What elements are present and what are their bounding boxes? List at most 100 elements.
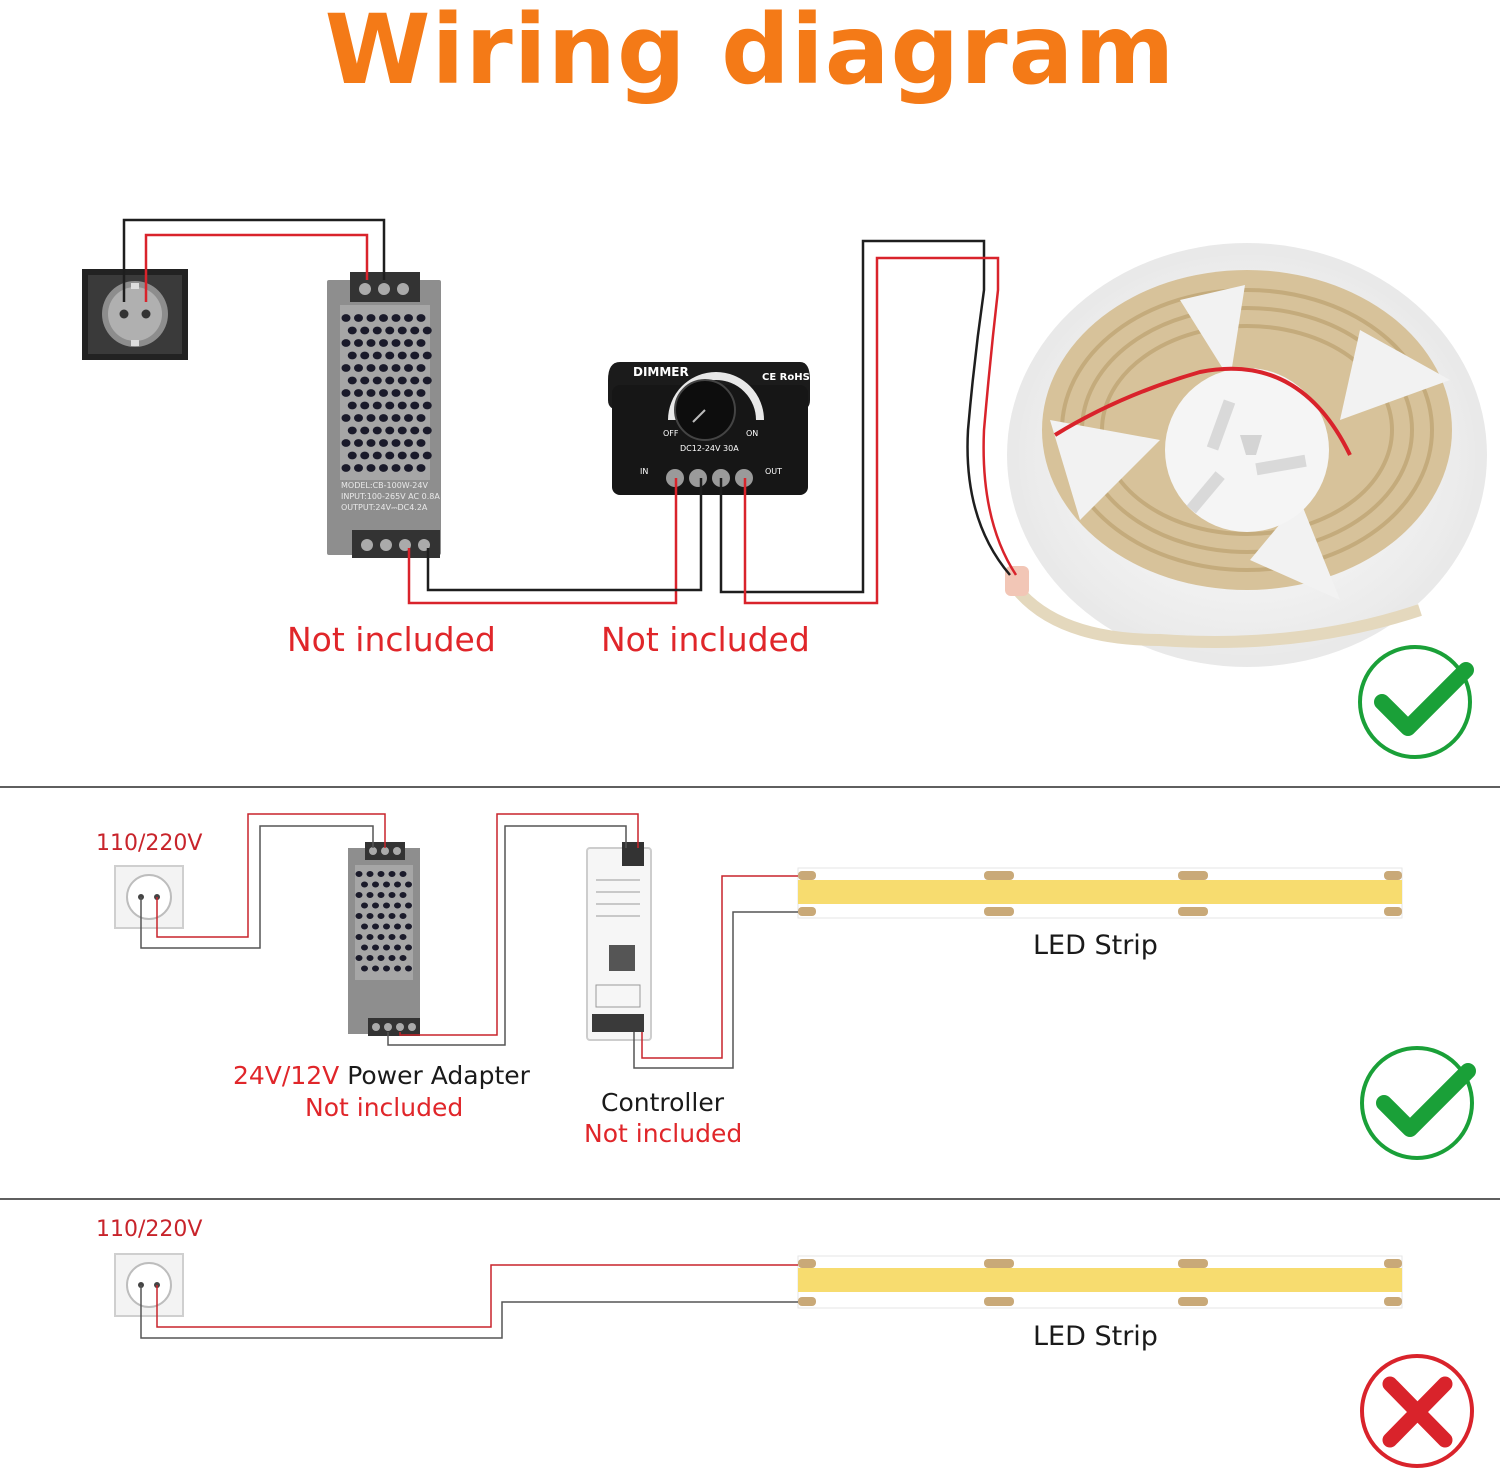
power-adapter-text: Power Adapter	[339, 1061, 530, 1090]
led-strip-icon	[797, 867, 1403, 919]
section1-wires	[122, 218, 1018, 605]
vent-hole	[410, 326, 420, 335]
psu-output-text: OUTPUT:24V⎓DC4.2A	[341, 503, 428, 512]
vent-hole	[404, 389, 413, 397]
vent-hole	[422, 326, 432, 335]
vent-hole	[372, 944, 379, 951]
vent-hole	[383, 902, 390, 909]
vent-hole	[372, 451, 382, 460]
vent-hole	[354, 464, 363, 472]
vent-hole	[354, 314, 363, 322]
controller-label: Controller	[601, 1088, 724, 1117]
vent-hole	[372, 376, 382, 385]
dimmer-in-text: IN	[640, 467, 648, 476]
section2-check-icon	[1360, 1046, 1476, 1160]
vent-hole	[394, 965, 401, 972]
power-adapter-not-included: Not included	[305, 1093, 464, 1122]
vent-hole	[416, 389, 426, 397]
vent-hole	[379, 464, 388, 472]
vent-hole	[422, 401, 432, 410]
vent-hole	[410, 401, 420, 410]
vent-hole	[391, 339, 401, 347]
vent-hole	[360, 451, 370, 460]
vent-hole	[410, 426, 420, 435]
vent-hole	[341, 364, 351, 372]
vent-hole	[366, 414, 376, 422]
vent-hole	[416, 339, 426, 347]
led-strip-reel-icon	[1005, 243, 1487, 667]
vent-hole	[355, 913, 363, 919]
vent-hole	[341, 439, 351, 447]
vent-hole	[391, 464, 401, 472]
vent-hole	[394, 944, 401, 951]
vent-hole	[394, 923, 401, 930]
vent-hole	[405, 923, 412, 930]
vent-hole	[422, 351, 432, 360]
vent-hole	[385, 326, 395, 335]
vent-hole	[422, 426, 432, 435]
outlet-icon-2	[114, 1253, 184, 1317]
vent-hole	[394, 902, 401, 909]
vent-hole	[361, 965, 368, 972]
vent-hole	[399, 871, 407, 877]
vent-hole	[385, 376, 395, 385]
vent-hole	[391, 414, 401, 422]
power-adapter-label: 24V/12V Power Adapter	[233, 1061, 530, 1090]
vent-hole	[404, 464, 413, 472]
dimmer-rating-text: DC12-24V 30A	[680, 444, 739, 453]
controller-not-included: Not included	[584, 1119, 743, 1148]
vent-hole	[372, 923, 379, 930]
voltage-label-2: 110/220V	[96, 1217, 203, 1242]
vent-hole	[341, 464, 351, 472]
vent-hole	[379, 389, 388, 397]
vent-hole	[377, 955, 385, 961]
vent-hole	[372, 351, 382, 360]
dimmer-icon: DIMMER CE RoHS OFF ON DC12-24V 30A IN OU…	[608, 362, 810, 495]
vent-hole	[360, 326, 370, 335]
vent-hole	[360, 376, 370, 385]
vent-hole	[361, 902, 368, 909]
section3-wires	[140, 1264, 798, 1339]
vent-hole	[397, 451, 407, 460]
vent-hole	[416, 439, 426, 447]
section3-cross-icon	[1360, 1354, 1474, 1468]
vent-hole	[385, 426, 395, 435]
section1-check-icon	[1358, 645, 1474, 759]
vent-hole	[416, 314, 426, 322]
vent-hole	[379, 339, 388, 347]
vent-hole	[399, 892, 407, 898]
vent-hole	[422, 451, 432, 460]
vent-hole	[372, 401, 382, 410]
vent-hole	[377, 892, 385, 898]
vent-hole	[355, 871, 363, 877]
vent-hole	[366, 389, 376, 397]
vent-hole	[397, 401, 407, 410]
vent-hole	[405, 944, 412, 951]
vent-hole	[379, 414, 388, 422]
vent-hole	[416, 364, 426, 372]
vent-hole	[366, 934, 374, 940]
vent-hole	[341, 314, 351, 322]
vent-hole	[372, 965, 379, 972]
voltage-label: 110/220V	[96, 831, 203, 856]
psu-model-text: MODEL:CB-100W-24V	[341, 481, 428, 490]
vent-hole	[399, 955, 407, 961]
vent-hole	[372, 326, 382, 335]
vent-hole	[394, 881, 401, 888]
vent-hole	[416, 414, 426, 422]
vent-hole	[377, 934, 385, 940]
vent-hole	[379, 314, 388, 322]
vent-hole	[391, 364, 401, 372]
dimmer-off-text: OFF	[663, 429, 679, 438]
vent-hole	[383, 965, 390, 972]
vent-hole	[355, 934, 363, 940]
vent-hole	[347, 401, 357, 410]
vent-hole	[354, 414, 363, 422]
vent-hole	[347, 376, 357, 385]
vent-hole	[366, 892, 374, 898]
vent-hole	[360, 426, 370, 435]
vent-hole	[366, 339, 376, 347]
vent-hole	[404, 414, 413, 422]
dimmer-cert-text: CE RoHS	[762, 372, 810, 383]
